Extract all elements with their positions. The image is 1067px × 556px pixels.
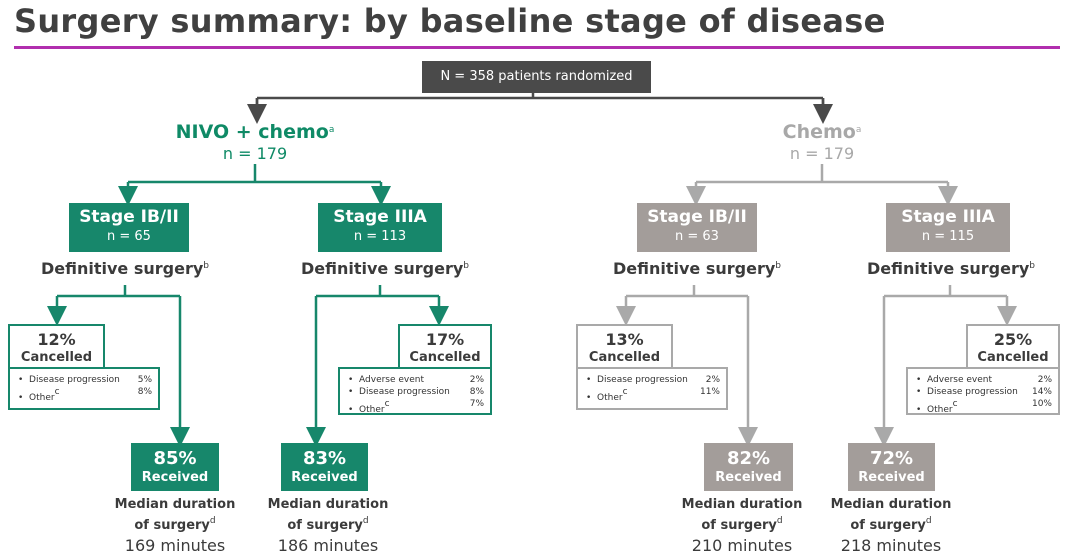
arm-chemo-header: Chemoa n = 179 [722,118,922,164]
definitive-surgery-label: Definitive surgeryb [301,259,469,278]
stage-count: n = 65 [107,229,151,244]
stage-box-chemo-ib-ii: Stage IB/II n = 63 [637,203,757,252]
received-box: 72% Received [848,443,935,491]
received-box: 85% Received [131,443,219,491]
median-duration: Median duration of surgeryd 169 minutes [105,497,245,556]
cancelled-percent: 17% [425,330,465,349]
cancelled-box: 25% Cancelled [966,324,1060,369]
received-box: 83% Received [281,443,368,491]
stage-box-nivo-ib-ii: Stage IB/II n = 65 [69,203,189,252]
arm-nivo-chemo-header: NIVO + chemoa n = 179 [155,118,355,164]
title-underline [14,46,1060,49]
arm-footnote: a [328,125,335,135]
cancelled-label: Cancelled [409,350,481,365]
median-value: 218 minutes [840,536,942,555]
arm-name: Chemo [782,121,856,143]
median-duration: Median duration of surgeryd 218 minutes [821,497,961,556]
cancelled-box: 13% Cancelled [576,324,673,369]
stage-box-chemo-iiia: Stage IIIA n = 115 [886,203,1010,252]
median-duration: Median duration of surgeryd 186 minutes [258,497,398,556]
cancelled-box: 17% Cancelled [398,324,492,369]
cancelled-percent: 12% [37,330,76,349]
cancelled-label: Cancelled [20,350,93,365]
randomized-total-box: N = 358 patients randomized [422,61,651,93]
arm-count: n = 179 [222,144,288,163]
received-label: Received [141,470,209,485]
cancelled-percent: 13% [605,330,644,349]
stage-count: n = 113 [353,229,407,244]
cancelled-label: Cancelled [588,350,661,365]
stage-label: Stage IB/II [79,207,179,227]
received-percent: 83% [302,448,347,469]
median-duration: Median duration of surgeryd 210 minutes [672,497,812,556]
received-label: Received [858,470,925,485]
received-label: Received [291,470,358,485]
received-percent: 72% [869,448,914,469]
median-value: 210 minutes [691,536,793,555]
stage-box-nivo-iiia: Stage IIIA n = 113 [318,203,442,252]
definitive-surgery-label: Definitive surgeryb [613,259,781,278]
stage-label: Stage IB/II [647,207,747,227]
stage-count: n = 63 [675,229,719,244]
arm-name: NIVO + chemo [175,121,329,143]
received-label: Received [715,470,782,485]
stage-label: Stage IIIA [901,207,995,227]
received-box: 82% Received [704,443,793,491]
cancelled-label: Cancelled [977,350,1049,365]
definitive-surgery-label: Definitive surgeryb [867,259,1035,278]
arm-count: n = 179 [789,144,855,163]
stage-label: Stage IIIA [333,207,427,227]
median-value: 186 minutes [277,536,379,555]
cancelled-box: 12% Cancelled [8,324,105,369]
stage-count: n = 115 [921,229,975,244]
cancelled-percent: 25% [993,330,1033,349]
received-percent: 85% [153,448,197,469]
arm-footnote: a [855,125,862,135]
median-value: 169 minutes [124,536,226,555]
received-percent: 82% [726,448,771,469]
page-title: Surgery summary: by baseline stage of di… [14,2,886,40]
definitive-surgery-label: Definitive surgeryb [41,259,209,278]
